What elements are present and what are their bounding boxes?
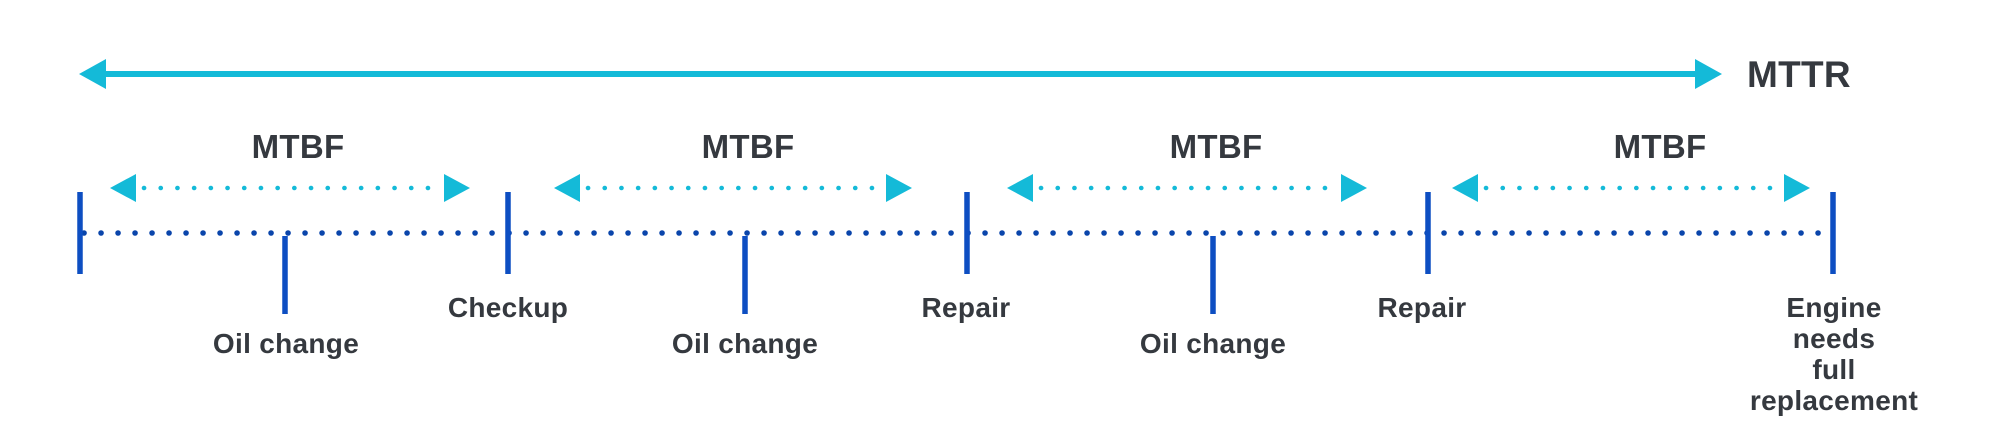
mtbf-arrow-3-arrowhead-right-icon: [1341, 174, 1367, 202]
mttr-arrowhead-right-icon: [1695, 59, 1722, 89]
mtbf-arrow-3-arrowhead-left-icon: [1007, 174, 1033, 202]
mtbf-label-1: MTBF: [251, 128, 345, 165]
mtbf-arrow-4: [1452, 174, 1810, 202]
event-label-repair-1: Repair: [921, 292, 1011, 323]
mtbf-arrow-1: [110, 174, 470, 202]
event-label-engine-replacement: Engine needs full replacement: [1749, 292, 1919, 416]
mtbf-arrow-4-arrowhead-right-icon: [1784, 174, 1810, 202]
mttr-arrow: [79, 59, 1722, 89]
mtbf-arrow-1-arrowhead-right-icon: [444, 174, 470, 202]
mtbf-arrow-1-arrowhead-left-icon: [110, 174, 136, 202]
mttr-arrowhead-left-icon: [79, 59, 106, 89]
event-label-repair-2: Repair: [1377, 292, 1467, 323]
mtbf-arrow-4-arrowhead-left-icon: [1452, 174, 1478, 202]
mtbf-arrow-2-arrowhead-right-icon: [886, 174, 912, 202]
mtbf-arrow-3: [1007, 174, 1367, 202]
mtbf-label-2: MTBF: [701, 128, 795, 165]
mttr-label: MTTR: [1747, 54, 1851, 95]
event-label-oil-change-1: Oil change: [212, 328, 360, 359]
mtbf-label-3: MTBF: [1169, 128, 1263, 165]
mtbf-arrow-2: [554, 174, 912, 202]
event-label-oil-change-3: Oil change: [1139, 328, 1287, 359]
mtbf-arrow-2-arrowhead-left-icon: [554, 174, 580, 202]
event-label-oil-change-2: Oil change: [671, 328, 819, 359]
mtbf-label-4: MTBF: [1613, 128, 1707, 165]
event-label-checkup: Checkup: [447, 292, 569, 323]
